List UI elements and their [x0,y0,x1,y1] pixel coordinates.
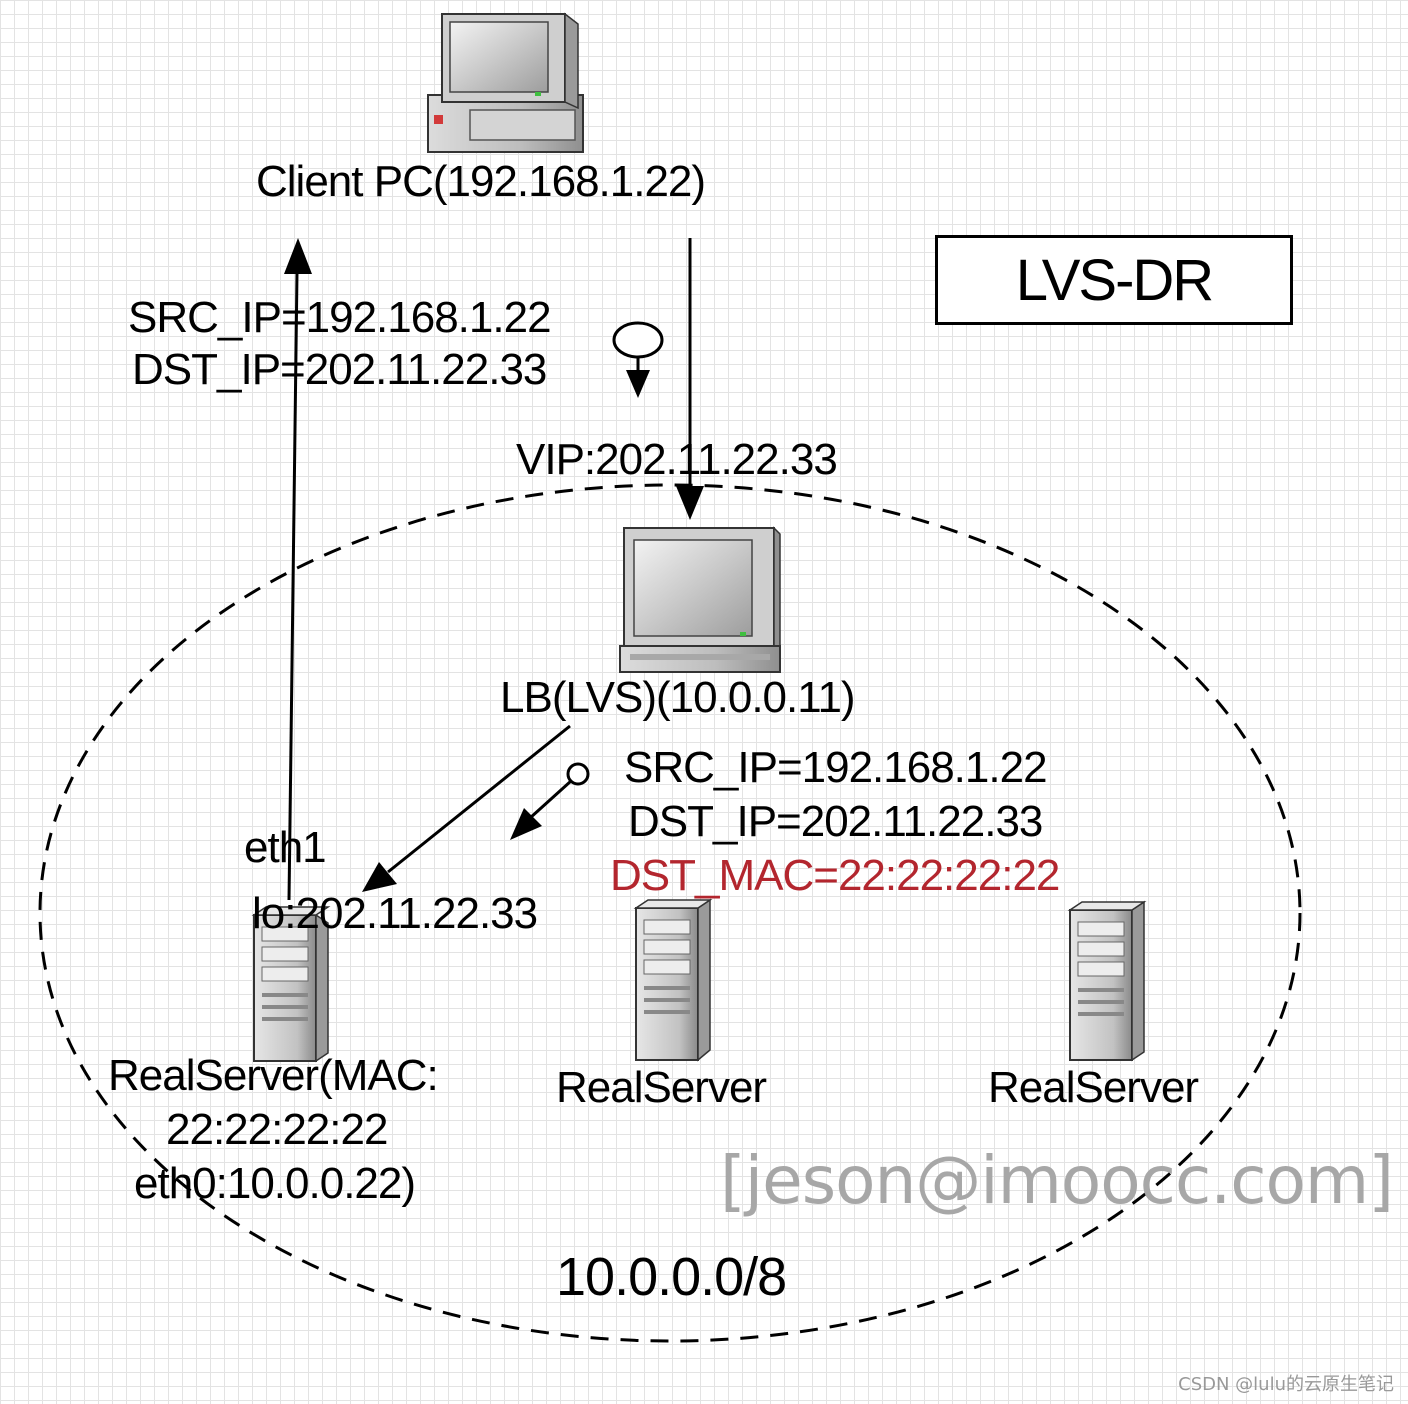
network-label: 10.0.0.0/8 [556,1247,787,1307]
realserver-lo: lo:202.11.22.33 [252,889,538,938]
network-boundary [38,483,1302,1343]
realserver-2-label: RealServer [556,1063,767,1112]
forward-src-ip: SRC_IP=192.168.1.22 [624,743,1048,792]
forward-dst-ip: DST_IP=202.11.22.33 [628,797,1043,846]
realserver-primary-line2: 22:22:22:22 [166,1105,388,1154]
packet-marker-forward [510,762,590,840]
title-box: LVS-DR [935,235,1293,325]
lb-server-icon [619,526,781,673]
forward-dst-mac: DST_MAC=22:22:22:22 [610,851,1060,900]
footer-credit: CSDN @lulu的云原生笔记 [1178,1374,1394,1395]
packet-marker-request [612,321,664,398]
client-pc-label: Client PC(192.168.1.22) [256,157,706,206]
realserver-primary-icon [251,906,331,1063]
vip-label: VIP:202.11.22.33 [516,435,838,484]
realserver-primary-line1: RealServer(MAC: [108,1051,439,1100]
realserver-3-label: RealServer [988,1063,1199,1112]
return-src-ip: SRC_IP=192.168.1.22 [128,293,552,342]
return-dst-ip: DST_IP=202.11.22.33 [132,345,547,394]
realserver-eth1: eth1 [244,823,327,872]
client-pc-icon [427,12,584,153]
arrow-lb-to-realserver [362,724,571,892]
realserver-primary-line3: eth0:10.0.0.22) [134,1159,416,1208]
arrow-realserver-to-client [284,238,312,901]
lb-label: LB(LVS)(10.0.0.11) [500,673,856,722]
arrow-client-to-lb [676,238,704,520]
realserver-2-icon [633,898,713,1062]
realserver-3-icon [1067,900,1147,1062]
diagram-title: LVS-DR [1015,247,1214,313]
watermark: [jeson@imoocc.com] [720,1142,1394,1219]
